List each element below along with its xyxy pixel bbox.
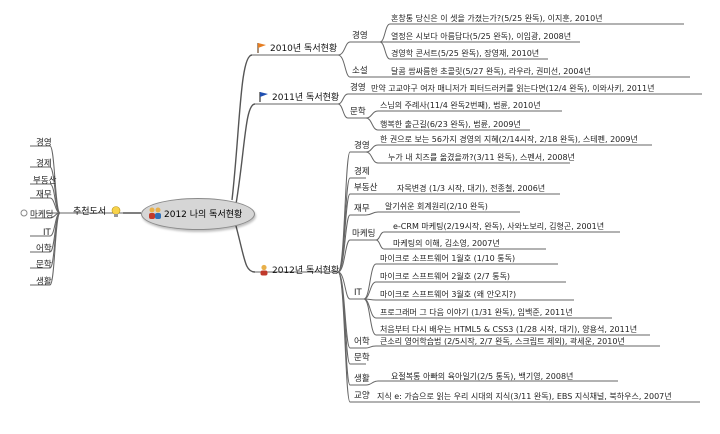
connector-2011 <box>235 103 256 205</box>
book-2011-3[interactable]: 행복한 출근길(6/23 완독), 법륜, 2009년 <box>380 120 521 129</box>
branch-2010-label[interactable]: 2010년 독서현황 <box>270 44 338 54</box>
category-it[interactable]: IT <box>43 228 51 238</box>
person-icon <box>260 264 268 276</box>
branch-2012-sub-estate[interactable]: 부동산 <box>354 183 378 193</box>
book-2012-it-4[interactable]: 프로그래머 그 다음 이야기 (1/31 완독), 임백준, 2011년 <box>380 308 573 317</box>
book-2012-it-3[interactable]: 마이크로 스프트웨어 3월호 (왜 안오지?) <box>380 290 517 299</box>
flag-orange-icon <box>257 43 266 53</box>
book-2012-estate-1[interactable]: 자목변경 (1/3 시작, 대기), 전종철, 2006년 <box>397 184 546 193</box>
book-2012-life-1[interactable]: 요절복통 아빠의 육아일기(2/5 통독), 백기영, 2008년 <box>391 372 574 381</box>
book-2011-2[interactable]: 스님의 주례사(11/4 완독2번째), 법륜, 2010년 <box>380 101 541 110</box>
book-2012-lang-1[interactable]: 큰소리 영어학습법 (2/5시작, 2/7 완독, 스크립트 제외), 곽세운,… <box>380 337 625 346</box>
book-2010-1[interactable]: 혼창통 당신은 이 셋을 가졌는가?(5/25 완독), 이지훈, 2010년 <box>391 14 603 23</box>
book-2012-it-2[interactable]: 마이크로 스프트웨어 2월호 (2/7 통독) <box>380 272 511 281</box>
branch-2012-sub-lang[interactable]: 어학 <box>354 337 370 347</box>
branch-2011-sub-mgmt[interactable]: 경영 <box>350 83 366 93</box>
branch-2012-sub-it[interactable]: IT <box>354 288 362 298</box>
book-2012-edu-1[interactable]: 지식 e: 가슴으로 읽는 우리 시대의 지식(3/11 완독), EBS 지식… <box>377 392 672 401</box>
center-label: 2012 나의 독서현황 <box>164 210 243 220</box>
lightbulb-icon <box>111 206 121 217</box>
category-finance[interactable]: 재무 <box>36 190 52 200</box>
branch-2010-sub-mgmt[interactable]: 경영 <box>352 31 368 41</box>
category-lit[interactable]: 문학 <box>36 260 52 270</box>
branch-2012-sub-life[interactable]: 생활 <box>354 374 370 384</box>
branch-2011-sub-lit[interactable]: 문학 <box>350 107 366 117</box>
book-2011-1[interactable]: 만약 고교야구 여자 매니저가 피터드러커를 읽는다면(12/4 완독), 이와… <box>371 84 655 93</box>
book-2010-3[interactable]: 경영학 콘서트(5/25 완독), 장영재, 2010년 <box>391 49 540 58</box>
book-2010-2[interactable]: 열정은 시보다 아름답다(5/25 완독), 이임광, 2008년 <box>391 32 572 41</box>
book-2012-mgmt-2[interactable]: 누가 내 치즈를 옮겼을까?(3/11 완독), 스펜서, 2008년 <box>388 153 575 162</box>
book-2012-mkt-2[interactable]: 마케팅의 이해, 김소영, 2007년 <box>393 239 500 248</box>
branch-2011-label[interactable]: 2011년 독서현황 <box>272 93 340 103</box>
branch-2010-sub-novel[interactable]: 소설 <box>352 66 368 76</box>
category-marketing[interactable]: 마케팅 <box>30 210 54 220</box>
connector-2012 <box>235 225 256 273</box>
branch-2012-sub-edu[interactable]: 교양 <box>354 391 370 401</box>
category-mgmt[interactable]: 경영 <box>36 138 52 148</box>
book-2012-mkt-1[interactable]: e-CRM 마케팅(2/19시작, 완독), 사와노보리, 김형곤, 2001년 <box>393 222 605 231</box>
flag-blue-icon <box>259 92 268 102</box>
category-lang[interactable]: 어학 <box>36 244 52 254</box>
branch-2012-sub-lit[interactable]: 문학 <box>354 353 370 363</box>
branch-2012-sub-fin[interactable]: 재무 <box>354 204 370 214</box>
branch-2012-sub-mkt[interactable]: 마케팅 <box>352 229 376 239</box>
branch-2012-sub-econ[interactable]: 경제 <box>354 167 370 177</box>
recommend-label[interactable]: 추천도서 <box>73 207 107 217</box>
book-2012-fin-1[interactable]: 알기쉬운 회계원리(2/10 완독) <box>385 202 488 211</box>
category-econ[interactable]: 경제 <box>36 159 52 169</box>
book-2012-mgmt-1[interactable]: 한 권으로 보는 56가지 경영의 지혜(2/14시작, 2/18 완독), 스… <box>380 135 638 144</box>
category-life[interactable]: 생활 <box>36 277 52 287</box>
category-estate[interactable]: 부동산 <box>33 176 57 186</box>
collapse-handle <box>20 209 28 217</box>
people-icon <box>149 207 161 219</box>
branch-2012-sub-mgmt[interactable]: 경영 <box>354 141 370 151</box>
book-2010-4[interactable]: 달콤 쌉싸름한 초콜릿(5/27 완독), 라우라, 권미선, 2004년 <box>391 67 591 76</box>
book-2012-it-1[interactable]: 마이크로 소프트웨어 1월호 (1/10 통독) <box>380 254 516 263</box>
connector-2010 <box>231 54 253 201</box>
book-2012-it-5[interactable]: 처음부터 다시 배우는 HTML5 & CSS3 (1/28 시작, 대기), … <box>380 325 638 334</box>
branch-2012-label[interactable]: 2012년 독서현황 <box>272 266 340 276</box>
